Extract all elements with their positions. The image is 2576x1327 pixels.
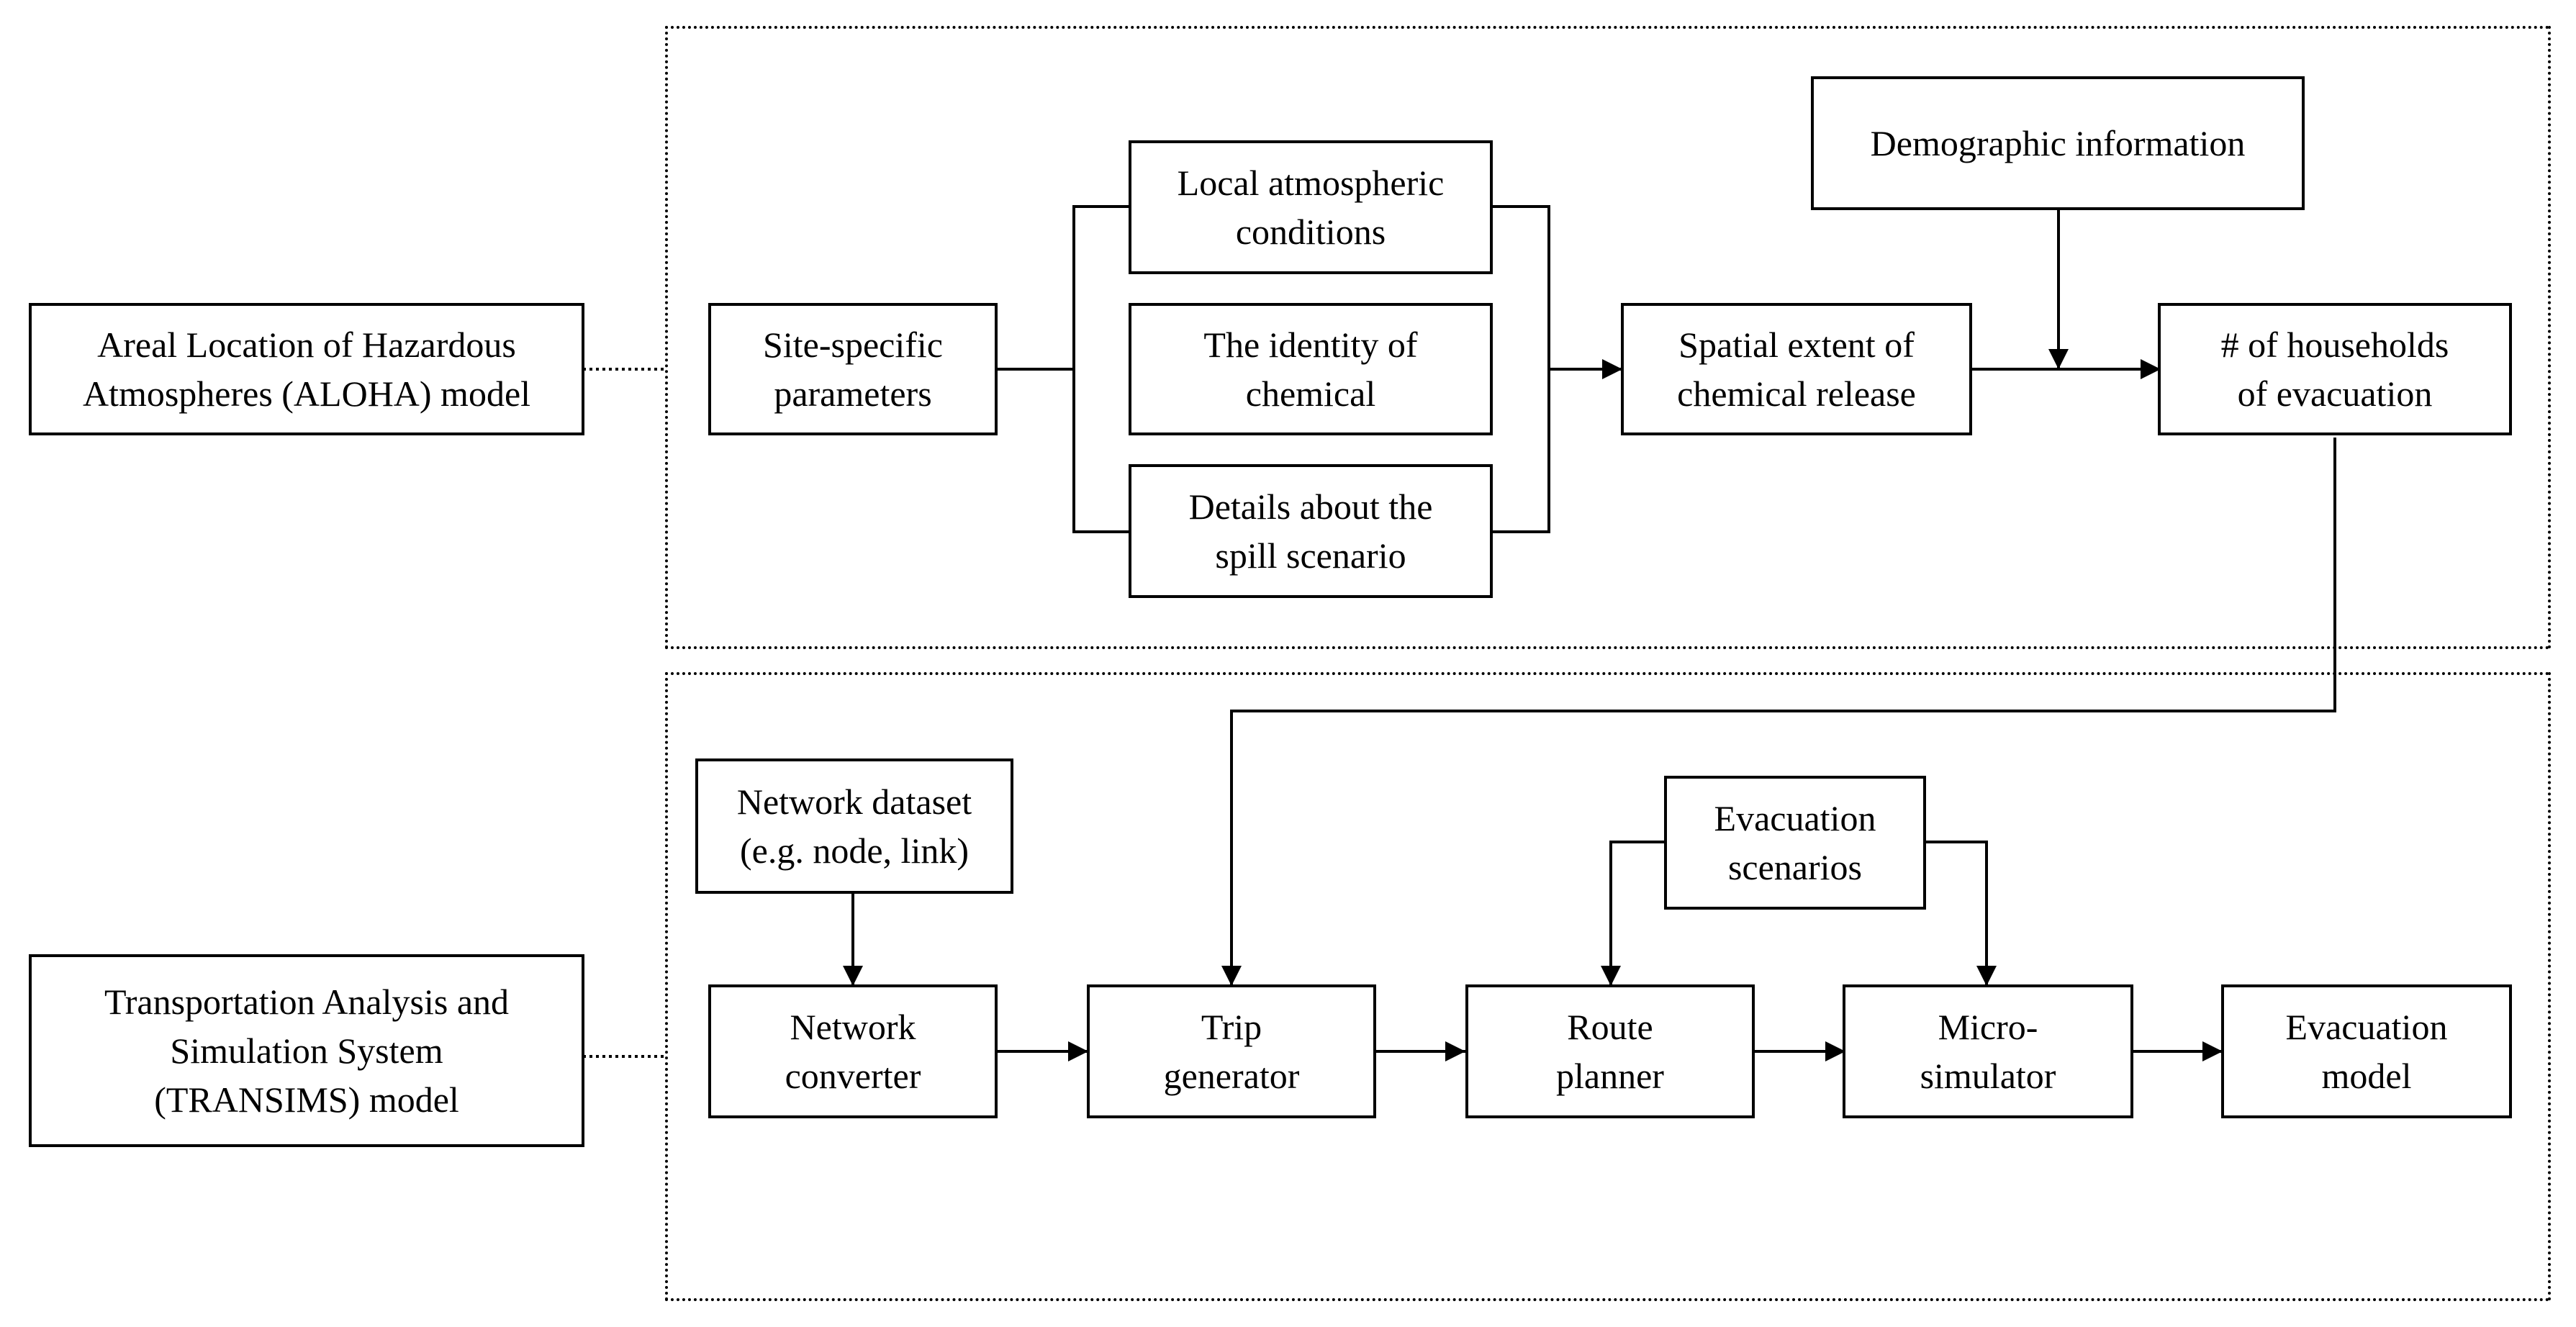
transims-model-label: Transportation Analysis and Simulation S… (29, 954, 584, 1147)
atmospheric-conditions-box: Local atmospheric conditions (1129, 140, 1493, 274)
trip-generator-box: Trip generator (1087, 984, 1376, 1118)
demographic-information-box: Demographic information (1811, 76, 2305, 210)
chemical-identity-box: The identity of chemical (1129, 303, 1493, 435)
network-converter-box: Network converter (708, 984, 998, 1118)
micro-simulator-box: Micro- simulator (1843, 984, 2133, 1118)
route-planner-box: Route planner (1465, 984, 1755, 1118)
aloha-group-frame (665, 26, 2551, 649)
left-bracket (1072, 205, 1131, 533)
network-dataset-box: Network dataset (e.g. node, link) (695, 758, 1013, 894)
spill-details-box: Details about the spill scenario (1129, 464, 1493, 598)
evacuation-scenarios-box: Evacuation scenarios (1664, 776, 1926, 910)
evacuation-model-box: Evacuation model (2221, 984, 2512, 1118)
aloha-model-label: Areal Location of Hazardous Atmospheres … (29, 303, 584, 435)
right-bracket (1490, 205, 1550, 533)
spatial-extent-box: Spatial extent of chemical release (1621, 303, 1972, 435)
households-to-trip-arrow (1221, 438, 2336, 986)
transims-group-frame (665, 672, 2551, 1301)
site-specific-parameters-box: Site-specific parameters (708, 303, 998, 435)
scenarios-to-micro-arrow (1923, 841, 1997, 986)
households-evacuation-box: # of households of evacuation (2158, 303, 2512, 435)
scenarios-to-route-arrow (1601, 841, 1667, 986)
